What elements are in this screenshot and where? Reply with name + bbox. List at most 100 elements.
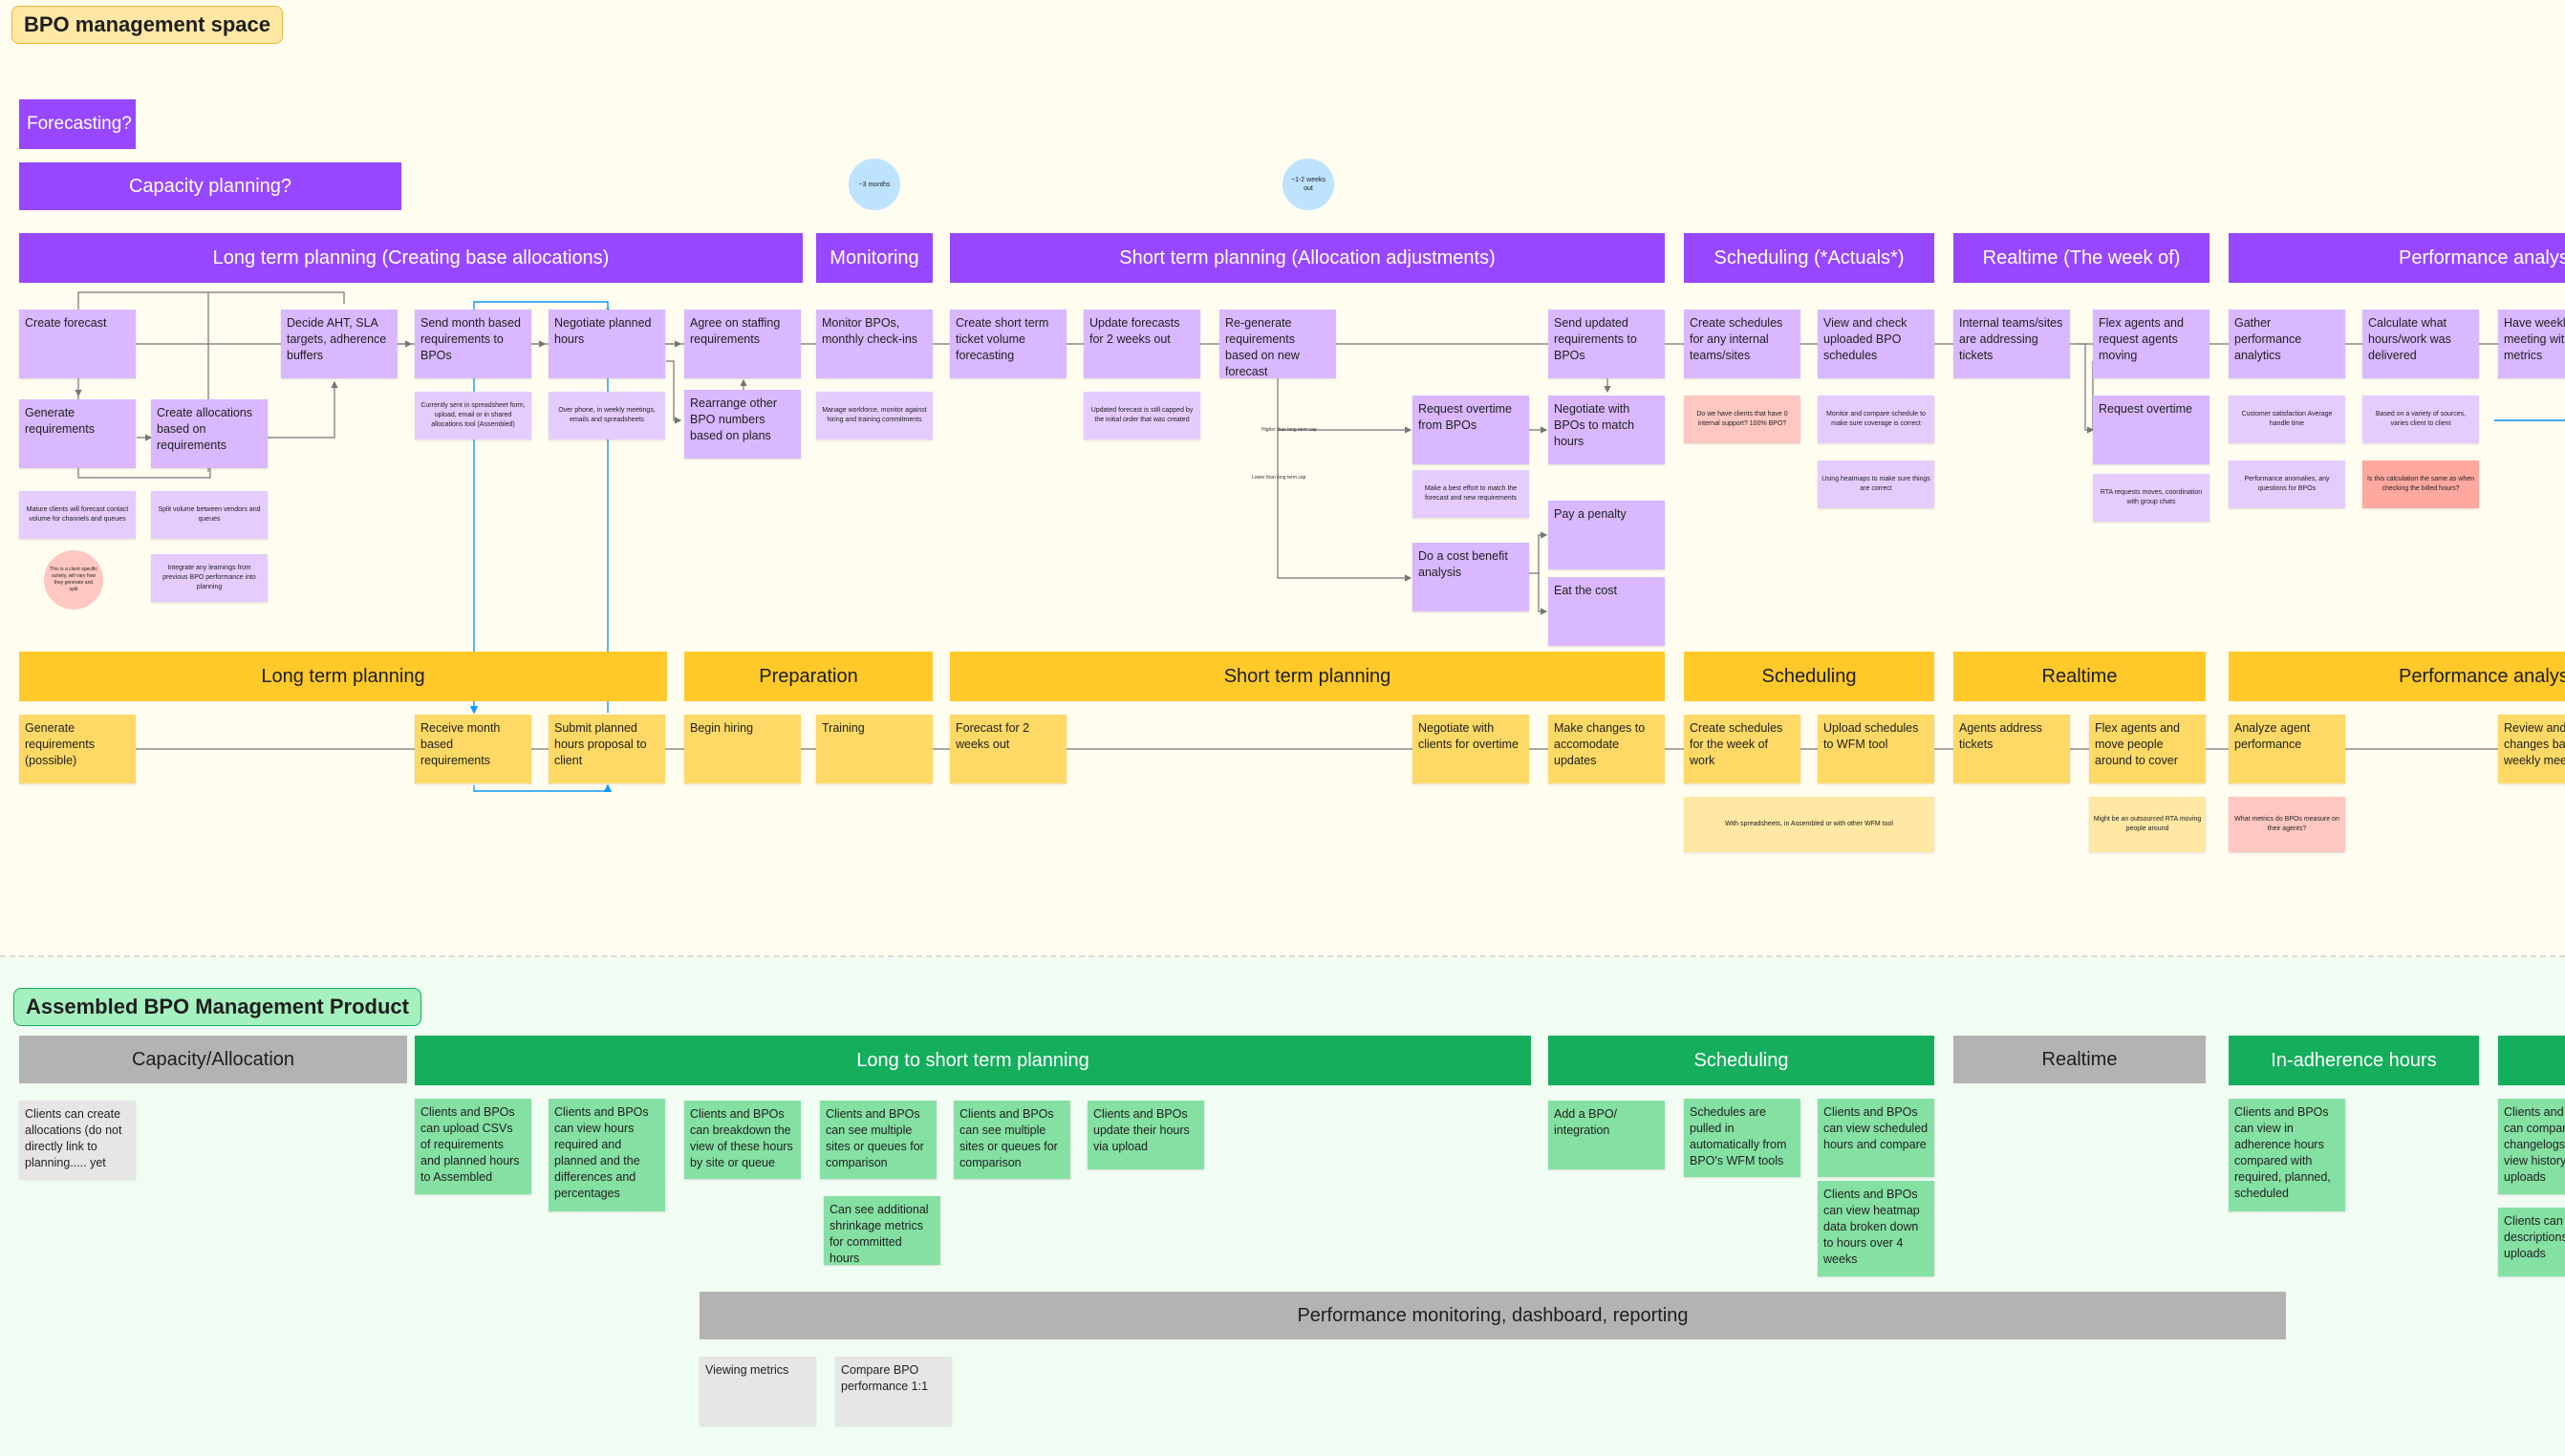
note-split-volume[interactable]: Split volume between vendors and queues bbox=[151, 491, 268, 539]
note-integrate-learnings[interactable]: Integrate any learnings from previous BP… bbox=[151, 554, 268, 602]
sticky-upload-schedules[interactable]: Upload schedules to WFM tool bbox=[1818, 715, 1934, 783]
note-best-effort[interactable]: Make a best effort to match the forecast… bbox=[1412, 470, 1529, 518]
sticky-send-month-based[interactable]: Send month based requirements to BPOs bbox=[415, 310, 531, 378]
bpo-header-short-term[interactable]: Short term planning bbox=[950, 652, 1665, 701]
circle-client-specific[interactable]: This is a client specific activity, will… bbox=[44, 550, 103, 610]
sticky-make-changes[interactable]: Make changes to accomodate updates bbox=[1548, 715, 1665, 783]
product-header-realtime[interactable]: Realtime bbox=[1953, 1036, 2206, 1083]
note-is-calculation-same[interactable]: Is this calculation the same as when che… bbox=[2362, 460, 2479, 508]
sticky-request-overtime[interactable]: Request overtime bbox=[2093, 396, 2209, 464]
sticky-generate-requirements[interactable]: Generate requirements bbox=[19, 399, 136, 468]
sticky-create-schedules-internal[interactable]: Create schedules for any internal teams/… bbox=[1684, 310, 1800, 378]
sticky-breakdown-view[interactable]: Clients and BPOs can breakdown the view … bbox=[684, 1101, 801, 1179]
note-what-metrics[interactable]: What metrics do BPOs measure on their ag… bbox=[2229, 797, 2345, 852]
note-updated-forecast[interactable]: Updated forecast is still capped by the … bbox=[1084, 392, 1200, 439]
sticky-flex-people[interactable]: Flex agents and move people around to co… bbox=[2089, 715, 2206, 783]
sticky-negotiate-match[interactable]: Negotiate with BPOs to match hours bbox=[1548, 396, 1665, 464]
sticky-pay-penalty[interactable]: Pay a penalty bbox=[1548, 501, 1665, 569]
sticky-receive-month[interactable]: Receive month based requirements bbox=[415, 715, 531, 783]
note-customer-satisfaction[interactable]: Customer satisfaction Average handle tim… bbox=[2229, 396, 2345, 443]
note-mature-clients[interactable]: Mature clients will forecast contact vol… bbox=[19, 491, 136, 539]
sticky-cost-benefit[interactable]: Do a cost benefit analysis bbox=[1412, 543, 1529, 611]
sticky-create-allocations[interactable]: Create allocations based on requirements bbox=[151, 399, 268, 468]
note-with-spreadsheets[interactable]: With spreadsheets, in Assembled or with … bbox=[1684, 797, 1934, 852]
bpo-header-preparation[interactable]: Preparation bbox=[684, 652, 933, 701]
sticky-negotiate-planned[interactable]: Negotiate planned hours bbox=[549, 310, 665, 378]
circle-1-2-weeks[interactable]: ~1-2 weeks out bbox=[1282, 159, 1334, 210]
forecasting-label[interactable]: Forecasting? bbox=[19, 99, 136, 149]
sticky-training[interactable]: Training bbox=[816, 715, 933, 783]
product-header-capacity[interactable]: Capacity/Allocation bbox=[19, 1036, 407, 1083]
capacity-planning-label[interactable]: Capacity planning? bbox=[19, 162, 401, 210]
phase-header-performance[interactable]: Performance analysis bbox=[2229, 233, 2565, 283]
sticky-agents-address[interactable]: Agents address tickets bbox=[1953, 715, 2070, 783]
sticky-compare-bpo[interactable]: Compare BPO performance 1:1 bbox=[835, 1357, 952, 1425]
sticky-view-scheduled[interactable]: Clients and BPOs can view scheduled hour… bbox=[1818, 1099, 1934, 1177]
note-over-phone[interactable]: Over phone, in weekly meetings, emails a… bbox=[549, 392, 665, 439]
note-using-heatmaps[interactable]: Using heatmaps to make sure things are c… bbox=[1818, 460, 1934, 508]
note-based-on-variety[interactable]: Based on a variety of sources, varies cl… bbox=[2362, 396, 2479, 443]
sticky-begin-hiring[interactable]: Begin hiring bbox=[684, 715, 801, 783]
sticky-agree-staffing[interactable]: Agree on staffing requirements bbox=[684, 310, 801, 378]
circle-3-months[interactable]: ~3 months bbox=[849, 159, 900, 210]
sticky-review-changes[interactable]: Review and changes based on weekly meeti… bbox=[2498, 715, 2565, 783]
note-currently-sent[interactable]: Currently sent in spreadsheet form, uplo… bbox=[415, 392, 531, 439]
note-performance-anomalies[interactable]: Performance anomalies, any questions for… bbox=[2229, 460, 2345, 508]
phase-header-long-term[interactable]: Long term planning (Creating base alloca… bbox=[19, 233, 803, 283]
sticky-analyze-agent[interactable]: Analyze agent performance bbox=[2229, 715, 2345, 783]
note-might-be-outsourced[interactable]: Might be an outsourced RTA moving people… bbox=[2089, 797, 2206, 852]
sticky-submit-planned[interactable]: Submit planned hours proposal to client bbox=[549, 715, 665, 783]
sticky-rearrange-other[interactable]: Rearrange other BPO numbers based on pla… bbox=[684, 390, 801, 459]
bpo-header-realtime[interactable]: Realtime bbox=[1953, 652, 2206, 701]
bpo-header-long-term[interactable]: Long term planning bbox=[19, 652, 667, 701]
phase-header-scheduling[interactable]: Scheduling (*Actuals*) bbox=[1684, 233, 1934, 283]
sticky-create-short-term[interactable]: Create short term ticket volume forecast… bbox=[950, 310, 1067, 378]
sticky-generate-possible[interactable]: Generate requirements (possible) bbox=[19, 715, 136, 783]
sticky-eat-cost[interactable]: Eat the cost bbox=[1548, 577, 1665, 646]
note-monitor-compare[interactable]: Monitor and compare schedule to make sur… bbox=[1818, 396, 1934, 443]
sticky-flex-agents-request[interactable]: Flex agents and request agents moving bbox=[2093, 310, 2209, 378]
sticky-update-forecasts[interactable]: Update forecasts for 2 weeks out bbox=[1084, 310, 1200, 378]
note-rta-requests[interactable]: RTA requests moves, coordination with gr… bbox=[2093, 474, 2209, 522]
sticky-forecast-2-weeks[interactable]: Forecast for 2 weeks out bbox=[950, 715, 1067, 783]
phase-header-short-term[interactable]: Short term planning (Allocation adjustme… bbox=[950, 233, 1665, 283]
section-title-bpo[interactable]: BPO management space bbox=[11, 6, 283, 44]
sticky-send-updated[interactable]: Send updated requirements to BPOs bbox=[1548, 310, 1665, 378]
phase-header-monitoring[interactable]: Monitoring bbox=[816, 233, 933, 283]
sticky-request-overtime-bpos[interactable]: Request overtime from BPOs bbox=[1412, 396, 1529, 464]
sticky-update-hours[interactable]: Clients and BPOs update their hours via … bbox=[1088, 1101, 1204, 1169]
phase-header-realtime[interactable]: Realtime (The week of) bbox=[1953, 233, 2209, 283]
sticky-see-shrinkage[interactable]: Can see additional shrinkage metrics for… bbox=[824, 1196, 940, 1265]
sticky-see-multiple-1[interactable]: Clients and BPOs can see multiple sites … bbox=[820, 1101, 937, 1179]
sticky-view-heatmap[interactable]: Clients and BPOs can view heatmap data b… bbox=[1818, 1181, 1934, 1276]
note-manage-workforce[interactable]: Manage workforce, monitor against hiring… bbox=[816, 392, 933, 439]
sticky-gather-performance[interactable]: Gather performance analytics bbox=[2229, 310, 2345, 378]
sticky-upload-csvs[interactable]: Clients and BPOs can upload CSVs of requ… bbox=[415, 1099, 531, 1194]
product-header-performance-monitoring[interactable]: Performance monitoring, dashboard, repor… bbox=[700, 1292, 2286, 1339]
sticky-add-descriptions[interactable]: Clients can add descriptions to uploads bbox=[2498, 1208, 2565, 1276]
bpo-header-performance[interactable]: Performance analysis bbox=[2229, 652, 2565, 701]
sticky-add-bpo[interactable]: Add a BPO/ integration bbox=[1548, 1101, 1665, 1169]
sticky-internal-teams-sites[interactable]: Internal teams/sites are addressing tick… bbox=[1953, 310, 2070, 378]
product-header-in-adherence[interactable]: In-adherence hours bbox=[2229, 1036, 2479, 1085]
sticky-have-weekly[interactable]: Have weekly meeting with review metrics bbox=[2498, 310, 2565, 378]
sticky-clients-create-allocations[interactable]: Clients can create allocations (do not d… bbox=[19, 1101, 136, 1179]
sticky-viewing-metrics[interactable]: Viewing metrics bbox=[700, 1357, 816, 1425]
sticky-schedules-pulled[interactable]: Schedules are pulled in automatically fr… bbox=[1684, 1099, 1800, 1177]
sticky-view-check-uploaded[interactable]: View and check uploaded BPO schedules bbox=[1818, 310, 1934, 378]
sticky-decide-aht[interactable]: Decide AHT, SLA targets, adherence buffe… bbox=[281, 310, 398, 378]
note-internal-support[interactable]: Do we have clients that have 0 internal … bbox=[1684, 396, 1800, 443]
bpo-header-scheduling[interactable]: Scheduling bbox=[1684, 652, 1934, 701]
sticky-negotiate-overtime[interactable]: Negotiate with clients for overtime bbox=[1412, 715, 1529, 783]
sticky-create-forecast[interactable]: Create forecast bbox=[19, 310, 136, 378]
sticky-view-adherence[interactable]: Clients and BPOs can view in adherence h… bbox=[2229, 1099, 2345, 1211]
sticky-calculate-hours[interactable]: Calculate what hours/work was delivered bbox=[2362, 310, 2479, 378]
sticky-see-multiple-2[interactable]: Clients and BPOs can see multiple sites … bbox=[954, 1101, 1070, 1179]
product-header-long-short[interactable]: Long to short term planning bbox=[415, 1036, 1531, 1085]
sticky-create-schedules-week[interactable]: Create schedules for the week of work bbox=[1684, 715, 1800, 783]
sticky-view-hours-required[interactable]: Clients and BPOs can view hours required… bbox=[549, 1099, 665, 1211]
product-header-scheduling[interactable]: Scheduling bbox=[1548, 1036, 1934, 1085]
sticky-regenerate[interactable]: Re-generate requirements based on new fo… bbox=[1219, 310, 1336, 378]
sticky-monitor-bpos[interactable]: Monitor BPOs, monthly check-ins bbox=[816, 310, 933, 378]
sticky-compare-changelogs[interactable]: Clients and BPOs can compare changelogs … bbox=[2498, 1099, 2565, 1194]
